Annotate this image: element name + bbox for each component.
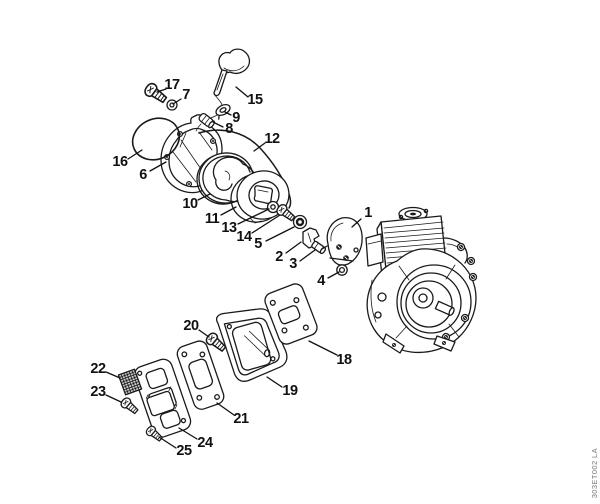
part-muffler-19 <box>215 308 288 382</box>
callout-17: 17 <box>164 77 180 93</box>
part-spacer-3 <box>311 240 327 255</box>
leader-line-13 <box>237 208 270 225</box>
part-rewind-spring <box>198 129 292 209</box>
callout-1: 1 <box>364 205 372 221</box>
leader-line-8 <box>212 121 224 128</box>
callout-14: 14 <box>236 229 252 245</box>
callout-20: 20 <box>183 318 199 334</box>
leader-line-22 <box>105 371 121 379</box>
part-washer-13 <box>266 200 280 214</box>
callout-19: 19 <box>282 383 298 399</box>
part-nut-4 <box>336 264 348 276</box>
callout-15: 15 <box>247 92 263 108</box>
part-gasket-18 <box>264 283 318 345</box>
callout-4: 4 <box>317 273 325 289</box>
callout-6: 6 <box>139 167 147 183</box>
part-tension-nut-5 <box>292 214 308 230</box>
leader-lines <box>105 86 362 449</box>
leader-line-2 <box>285 241 302 254</box>
callout-8: 8 <box>225 121 233 137</box>
callout-11: 11 <box>204 211 220 227</box>
leader-line-16 <box>127 149 143 160</box>
callout-23: 23 <box>90 384 106 400</box>
callout-25: 25 <box>176 443 192 459</box>
leader-line-18 <box>308 340 338 356</box>
leader-line-17 <box>156 88 167 93</box>
leader-line-15 <box>235 86 249 98</box>
leader-line-21 <box>216 402 235 416</box>
part-fan-cover-1 <box>321 217 363 266</box>
leader-line-11 <box>220 206 237 216</box>
leader-line-9 <box>224 111 232 116</box>
callout-2: 2 <box>275 249 283 265</box>
leader-line-12 <box>253 142 266 152</box>
part-engine-crankcase <box>366 237 478 354</box>
callout-12: 12 <box>264 131 280 147</box>
callout-13: 13 <box>221 220 237 236</box>
leader-line-24 <box>178 427 198 440</box>
leader-line-20 <box>198 329 210 338</box>
leader-line-7 <box>172 98 182 105</box>
leader-line-25 <box>158 436 177 449</box>
callout-9: 9 <box>232 110 240 126</box>
callout-5: 5 <box>254 236 262 252</box>
callout-22: 22 <box>90 361 106 377</box>
part-gasket-ring <box>131 117 181 161</box>
part-muffler-cover-24 <box>133 358 192 438</box>
callout-24: 24 <box>197 435 213 451</box>
callout-16: 16 <box>112 154 128 170</box>
leader-line-23 <box>105 394 122 403</box>
leader-line-10 <box>197 193 211 201</box>
leader-line-5 <box>265 226 295 242</box>
leader-line-14 <box>251 214 281 234</box>
part-spark-screen-22 <box>117 368 143 396</box>
part-starter-grip <box>213 48 251 97</box>
leader-line-3 <box>299 249 316 262</box>
callout-10: 10 <box>182 196 198 212</box>
leader-line-1 <box>351 218 362 228</box>
leader-line-6 <box>149 161 167 172</box>
callout-21: 21 <box>233 411 249 427</box>
callout-18: 18 <box>336 352 352 368</box>
leader-line-4 <box>327 271 340 279</box>
part-gasket-21 <box>176 340 225 410</box>
callout-7: 7 <box>182 87 190 103</box>
callout-3: 3 <box>289 256 297 272</box>
leader-line-19 <box>266 376 283 388</box>
diagram-code-label: 303ET002 LA <box>590 447 599 498</box>
